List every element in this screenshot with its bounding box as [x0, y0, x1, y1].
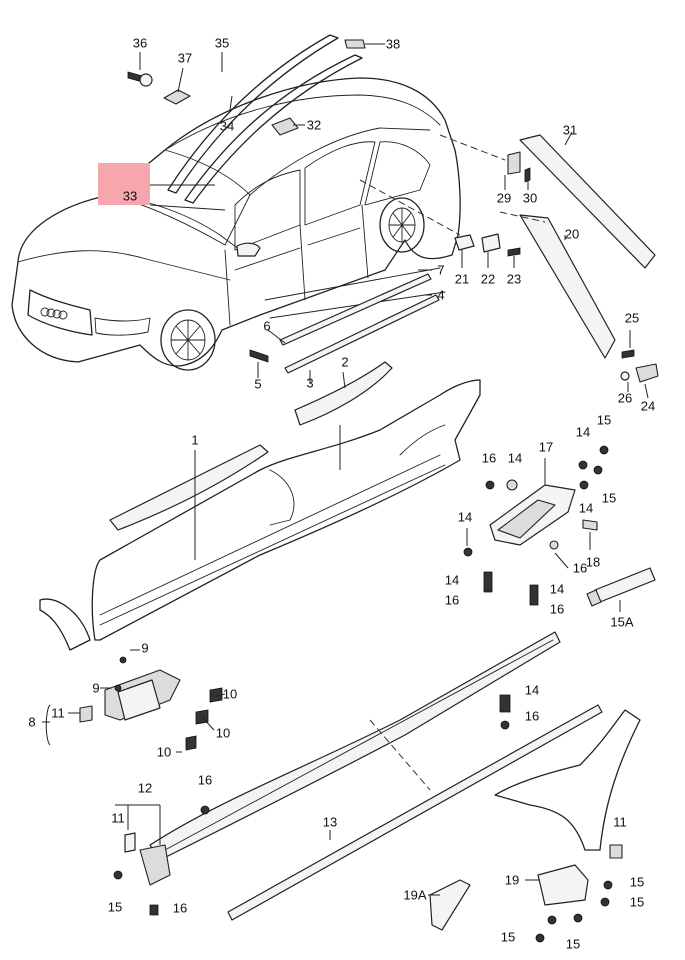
svg-text:7: 7	[437, 263, 444, 278]
callouts-bracket-17: 16 14 14 15 15 14 14 16 18 14 16 14 16	[445, 413, 616, 617]
svg-text:29: 29	[497, 191, 511, 206]
clip-32	[271, 117, 299, 136]
svg-text:16: 16	[550, 602, 564, 617]
svg-text:3: 3	[306, 376, 313, 391]
svg-text:12: 12	[138, 781, 152, 796]
pillar-trim-31: 31	[519, 123, 656, 269]
clip-12: 12 11 16 15 16	[108, 773, 212, 916]
svg-text:11: 11	[613, 815, 627, 830]
bracket-17: 17	[463, 440, 609, 606]
svg-text:35: 35	[215, 36, 229, 51]
svg-text:16: 16	[573, 561, 587, 576]
svg-text:15: 15	[501, 930, 515, 945]
svg-text:16: 16	[173, 901, 187, 916]
bracket-8	[79, 656, 223, 751]
svg-text:19A: 19A	[403, 888, 426, 903]
svg-text:22: 22	[481, 272, 495, 287]
svg-text:9: 9	[141, 641, 148, 656]
body-side-panel	[39, 379, 481, 651]
svg-text:2: 2	[341, 355, 348, 370]
svg-text:26: 26	[618, 391, 632, 406]
svg-text:38: 38	[386, 37, 400, 52]
svg-text:23: 23	[507, 272, 521, 287]
highlight-box	[98, 163, 150, 205]
svg-text:17: 17	[539, 440, 553, 455]
audi-rings-logo	[40, 307, 68, 320]
svg-text:24: 24	[641, 399, 655, 414]
svg-text:16: 16	[198, 773, 212, 788]
svg-text:14: 14	[550, 582, 564, 597]
pillar-trim-20: 20	[519, 214, 616, 359]
svg-text:21: 21	[455, 272, 469, 287]
svg-text:14: 14	[579, 501, 593, 516]
bracket-19A: 19A	[403, 879, 471, 931]
svg-text:6: 6	[263, 319, 270, 334]
svg-text:13: 13	[323, 815, 337, 830]
parts-24-25-26: 25 26 24	[618, 311, 659, 414]
callouts-bracket-8: 9 9 10 10 10 11 8	[28, 641, 237, 760]
svg-text:15: 15	[630, 895, 644, 910]
svg-text:16: 16	[525, 709, 539, 724]
svg-text:34: 34	[220, 119, 234, 134]
svg-text:15: 15	[597, 413, 611, 428]
svg-text:9: 9	[92, 681, 99, 696]
svg-text:31: 31	[563, 123, 577, 138]
rear-wheel	[379, 197, 425, 253]
svg-text:14: 14	[525, 683, 539, 698]
svg-text:10: 10	[216, 726, 230, 741]
svg-text:18: 18	[586, 555, 600, 570]
highlight-part-33: 33	[98, 163, 226, 211]
svg-text:15: 15	[108, 900, 122, 915]
svg-text:16: 16	[482, 451, 496, 466]
svg-text:15A: 15A	[610, 615, 633, 630]
svg-text:16: 16	[445, 593, 459, 608]
svg-text:5: 5	[254, 377, 261, 392]
svg-text:15: 15	[602, 491, 616, 506]
svg-text:37: 37	[178, 51, 192, 66]
svg-text:14: 14	[445, 573, 459, 588]
svg-text:10: 10	[157, 745, 171, 760]
svg-text:15: 15	[630, 875, 644, 890]
svg-text:19: 19	[505, 873, 519, 888]
svg-text:25: 25	[625, 311, 639, 326]
car-illustration	[11, 34, 461, 371]
front-wheel	[160, 309, 216, 371]
svg-text:14: 14	[576, 425, 590, 440]
bracket-29-30: 29 30	[497, 151, 537, 206]
sealant-tube-15A: 15A	[586, 567, 656, 630]
svg-text:20: 20	[565, 227, 579, 242]
svg-text:8: 8	[28, 715, 35, 730]
svg-text:10: 10	[223, 687, 237, 702]
svg-text:36: 36	[133, 36, 147, 51]
clips-21-22-23: 21 22 23	[454, 233, 521, 287]
svg-text:1: 1	[191, 433, 198, 448]
callout-33: 33	[123, 189, 137, 204]
sill-strips: 7 4 6 3 5	[249, 263, 445, 392]
clip-37	[163, 89, 191, 105]
svg-text:11: 11	[111, 811, 125, 826]
fender-lower-right: 19 11 15 15 15 15	[494, 709, 644, 952]
sill-trim-2: 2	[294, 355, 393, 470]
svg-text:15: 15	[566, 937, 580, 952]
sill-trim-1: 1	[109, 433, 269, 560]
svg-text:14: 14	[508, 451, 522, 466]
svg-text:32: 32	[307, 118, 321, 133]
clip-36	[127, 71, 153, 87]
clip-38	[344, 39, 366, 49]
sill-panel-13: 13 14 16	[149, 631, 603, 921]
callouts-top: 36 37 35 38 34 32	[133, 36, 400, 134]
svg-text:14: 14	[458, 510, 472, 525]
svg-text:30: 30	[523, 191, 537, 206]
svg-text:11: 11	[51, 706, 65, 721]
svg-text:4: 4	[437, 288, 444, 303]
